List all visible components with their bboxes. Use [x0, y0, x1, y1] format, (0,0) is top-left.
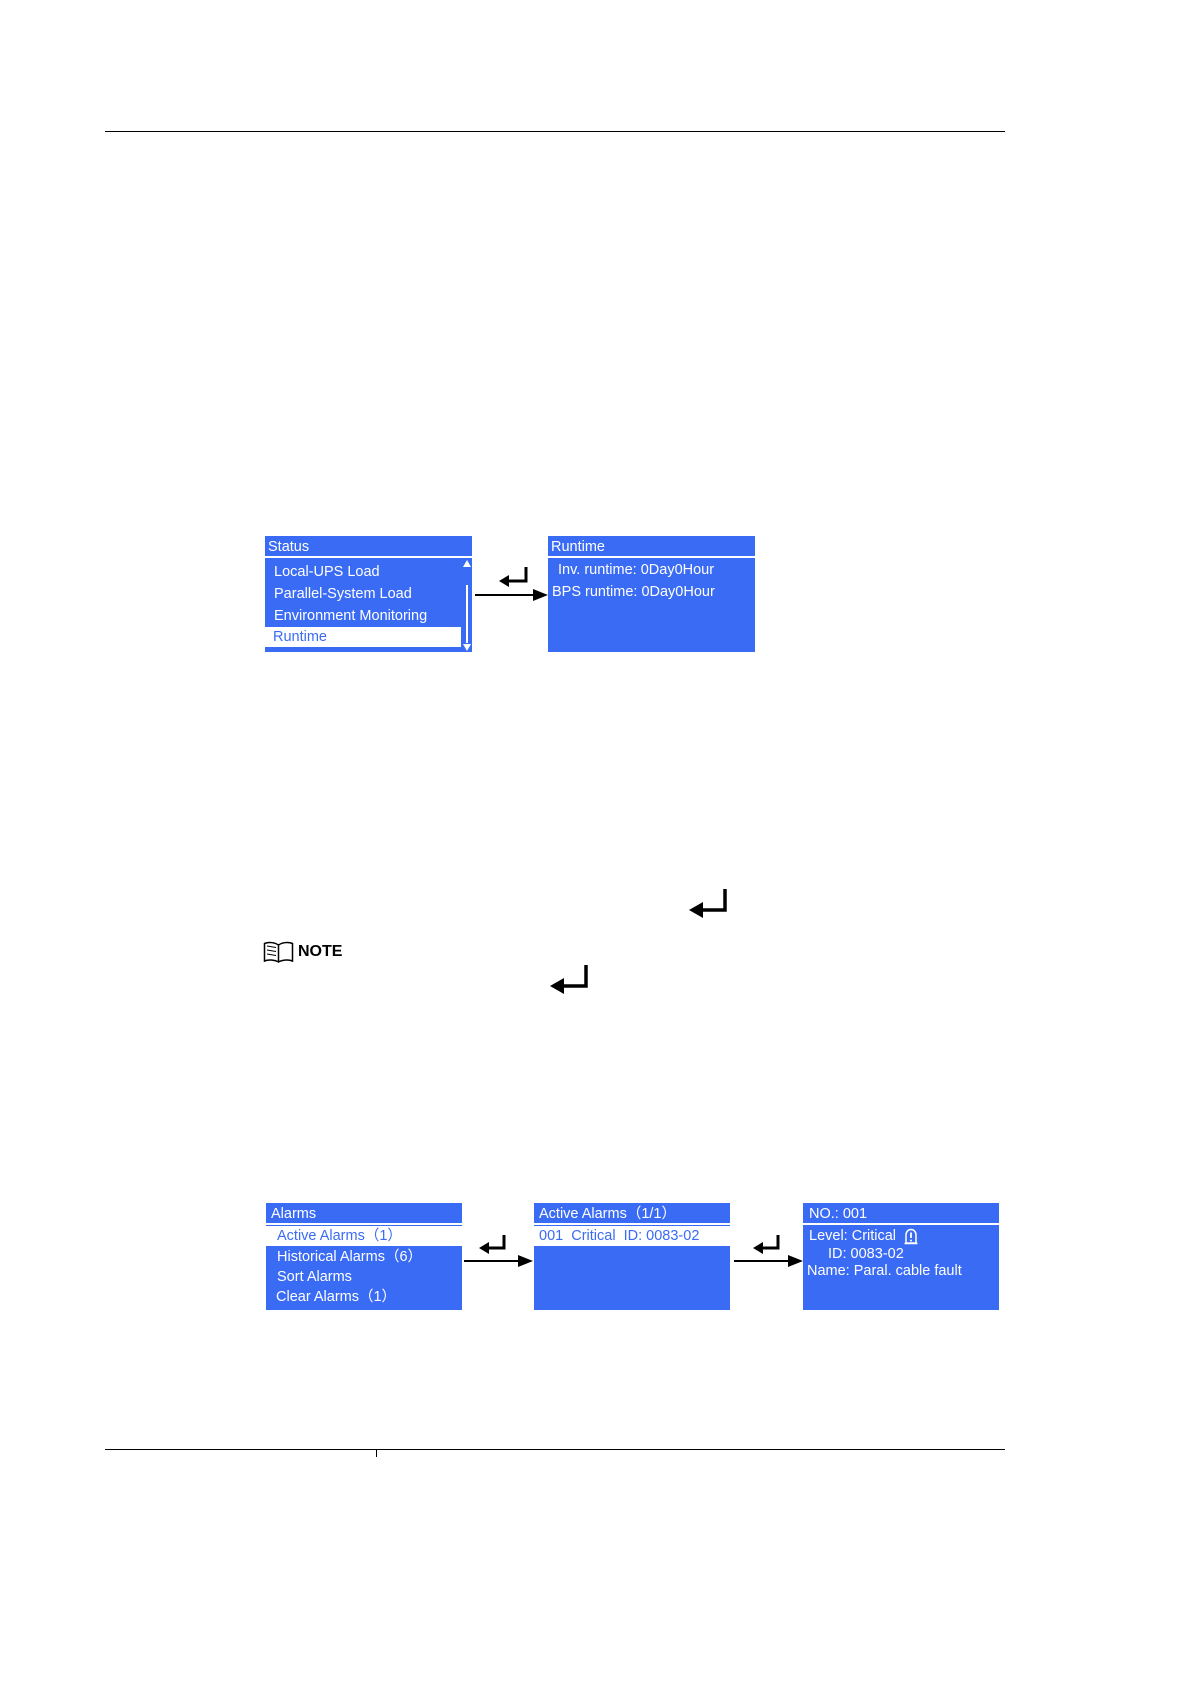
footer-rule [105, 1449, 1005, 1450]
status-item-runtime[interactable]: Runtime [265, 627, 461, 647]
active-alarms-screen-title: Active Alarms（1/1） [534, 1203, 730, 1225]
alarm-id: ID: 0083-02 [828, 1246, 904, 1262]
bps-runtime-line: BPS runtime: 0Day0Hour [552, 584, 715, 600]
status-item-parallel-system-load[interactable]: Parallel-System Load [274, 586, 412, 602]
alarm-level-text: Level: Critical [809, 1228, 897, 1244]
alarms-item-sort-alarms[interactable]: Sort Alarms [277, 1269, 352, 1285]
alarm-name: Name: Paral. cable fault [807, 1263, 962, 1279]
alarms-item-historical-alarms[interactable]: Historical Alarms（6） [277, 1249, 423, 1265]
alarms-screen: Alarms Active Alarms（1） Historical Alarm… [266, 1203, 462, 1310]
active-alarm-row[interactable]: 001 Critical ID: 0083-02 [534, 1226, 730, 1246]
alarm-bell-icon [904, 1228, 918, 1244]
enter-key-icon [753, 1235, 780, 1254]
alarms-item-active-alarms[interactable]: Active Alarms（1） [266, 1226, 462, 1246]
note-label: NOTE [298, 943, 343, 960]
status-item-local-ups-load[interactable]: Local-UPS Load [274, 564, 380, 580]
arrow-right-icon [464, 1255, 533, 1267]
alarms-screen-title: Alarms [266, 1203, 462, 1225]
arrow-right-icon [734, 1255, 803, 1267]
status-screen-title: Status [265, 536, 472, 558]
alarm-detail-title: NO.: 001 [803, 1203, 999, 1225]
enter-key-icon [479, 1235, 506, 1254]
scroll-down-icon [463, 644, 471, 651]
footer-rule-divider [376, 1449, 377, 1457]
enter-key-icon [499, 567, 528, 587]
book-icon [263, 941, 294, 963]
header-rule [105, 131, 1005, 132]
alarms-item-clear-alarms[interactable]: Clear Alarms（1） [276, 1289, 397, 1305]
status-scrollbar[interactable] [462, 559, 472, 652]
runtime-screen-title: Runtime [548, 536, 755, 558]
active-alarms-screen: Active Alarms（1/1） 001 Critical ID: 0083… [534, 1203, 730, 1310]
enter-key-icon [689, 889, 727, 918]
note-heading: NOTE [263, 941, 342, 963]
scrollbar-track [466, 585, 468, 643]
alarm-level: Level: Critical [809, 1227, 918, 1245]
status-screen: Status Local-UPS Load Parallel-System Lo… [265, 536, 472, 652]
inv-runtime-line: Inv. runtime: 0Day0Hour [558, 562, 715, 578]
enter-key-icon [550, 965, 588, 994]
alarm-detail-screen: NO.: 001 Level: Critical ID: 0083-02 Nam… [803, 1203, 999, 1310]
status-item-environment-monitoring[interactable]: Environment Monitoring [274, 608, 428, 624]
scroll-up-icon [463, 560, 471, 567]
runtime-screen: Runtime Inv. runtime: 0Day0Hour BPS runt… [548, 536, 755, 652]
arrow-right-icon [475, 589, 548, 601]
